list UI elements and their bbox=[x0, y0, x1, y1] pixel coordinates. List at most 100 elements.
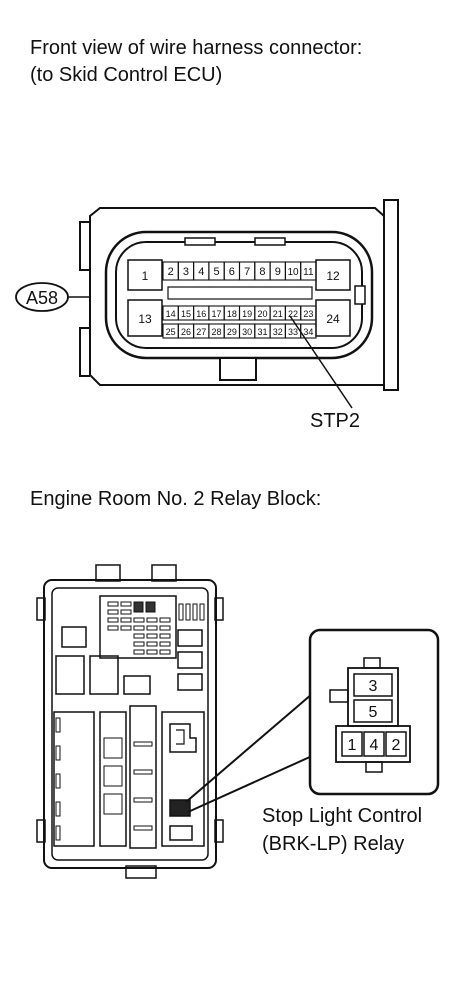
pin-15-label: 15 bbox=[181, 309, 191, 319]
block-left-tab-bottom bbox=[36, 819, 46, 843]
pin-19-label: 19 bbox=[242, 309, 252, 319]
relay-pin-cell-2 bbox=[385, 731, 407, 757]
relay-pin-5-label: 5 bbox=[369, 704, 378, 721]
pin-18-label: 18 bbox=[227, 309, 237, 319]
block-top-tab-left bbox=[95, 564, 121, 582]
pin-30-label: 30 bbox=[242, 327, 252, 337]
pin-33-label: 33 bbox=[288, 327, 298, 337]
relay-pin-1-label: 1 bbox=[348, 737, 357, 754]
pin-24-label: 24 bbox=[326, 312, 340, 326]
top-key-right bbox=[254, 237, 286, 246]
relay-socket-shape bbox=[169, 723, 197, 753]
pin-10-label: 10 bbox=[287, 267, 299, 278]
pin-row-separator bbox=[167, 286, 313, 300]
stp2-leader-line bbox=[289, 315, 353, 409]
relay-pin-cell-1 bbox=[341, 731, 363, 757]
housing-left-tab-bottom bbox=[79, 327, 90, 377]
pin-21-label: 21 bbox=[273, 309, 283, 319]
pin-25-label: 25 bbox=[166, 327, 176, 337]
pin-cell-11 bbox=[300, 261, 317, 281]
relay-pin-4-label: 4 bbox=[370, 737, 379, 754]
relay-block-housing bbox=[43, 579, 217, 869]
relay-pin-cell-5 bbox=[353, 699, 393, 723]
block-top-tab-right bbox=[151, 564, 177, 582]
fuse-panel-top bbox=[99, 595, 177, 659]
pin-27-label: 27 bbox=[196, 327, 206, 337]
brk-lp-relay-location bbox=[169, 799, 191, 817]
block-left-tab-top bbox=[36, 597, 46, 621]
relay-pin-3-label: 3 bbox=[369, 678, 378, 695]
mini-fuse-array bbox=[107, 601, 171, 655]
connector-housing bbox=[89, 207, 385, 386]
relay-box-f bbox=[177, 651, 203, 669]
relay-box-a bbox=[61, 626, 87, 648]
top-key-left bbox=[184, 237, 216, 246]
fuse-column-left-slots bbox=[55, 717, 61, 841]
relay-name-line2: (BRK-LP) Relay bbox=[262, 833, 405, 855]
pin-31-label: 31 bbox=[257, 327, 267, 337]
bottom-latch bbox=[219, 357, 257, 381]
relay-box-lower bbox=[169, 825, 193, 841]
relay-pin-cell-4 bbox=[363, 731, 385, 757]
relay-pin-cell-3 bbox=[353, 673, 393, 697]
pin-4-label: 4 bbox=[198, 266, 204, 278]
fuse-column-mid bbox=[99, 711, 127, 847]
pin-12-label: 12 bbox=[326, 269, 340, 283]
relay-area-right bbox=[161, 711, 205, 847]
block-bottom-tab bbox=[125, 865, 157, 879]
pin-20-label: 20 bbox=[257, 309, 267, 319]
pin-14-label: 14 bbox=[166, 309, 176, 319]
pin-1-label: 1 bbox=[142, 269, 149, 283]
pin-cell-23 bbox=[300, 305, 317, 321]
pin-3-label: 3 bbox=[183, 266, 189, 278]
pin-29-label: 29 bbox=[227, 327, 237, 337]
pin-6-label: 6 bbox=[229, 266, 235, 278]
connector-title-line2: (to Skid Control ECU) bbox=[30, 64, 223, 86]
relay-box-d bbox=[123, 675, 151, 695]
pin-17-label: 17 bbox=[212, 309, 222, 319]
fuse-column-right bbox=[129, 705, 157, 849]
pin-2-label: 2 bbox=[168, 266, 174, 278]
pin-5-label: 5 bbox=[213, 266, 219, 278]
tall-fuse-array bbox=[178, 603, 205, 621]
relay-block-inner bbox=[51, 587, 209, 861]
pin-28-label: 28 bbox=[212, 327, 222, 337]
connector-title-line1: Front view of wire harness connector: bbox=[30, 37, 363, 59]
fuse-column-left bbox=[53, 711, 95, 847]
pin-13-label: 13 bbox=[138, 312, 152, 326]
pin-34-label: 34 bbox=[303, 327, 313, 337]
relay-block-title: Engine Room No. 2 Relay Block: bbox=[30, 488, 322, 510]
pin-32-label: 32 bbox=[273, 327, 283, 337]
relay-box-e bbox=[177, 629, 203, 647]
relay-name-line1: Stop Light Control bbox=[262, 805, 423, 827]
block-right-tab-bottom bbox=[214, 819, 224, 843]
housing-right-rail bbox=[383, 199, 399, 391]
housing-left-tab-top bbox=[79, 221, 90, 271]
right-latch bbox=[354, 285, 366, 305]
fuse-column-right-slots bbox=[133, 741, 153, 831]
pin-row-bottom: 25 26 27 28 29 30 31 32 33 34 bbox=[162, 323, 317, 339]
pin-23-label: 23 bbox=[303, 309, 313, 319]
pin-cell-1 bbox=[127, 259, 163, 291]
pin-22-label: 22 bbox=[288, 309, 298, 319]
callout-pointer-lower bbox=[187, 755, 313, 813]
pin-8-label: 8 bbox=[259, 266, 265, 278]
pin-cell-13 bbox=[127, 299, 163, 337]
relay-side-key bbox=[329, 689, 349, 703]
pin-11-label: 11 bbox=[303, 267, 314, 278]
connector-id-label: A58 bbox=[26, 288, 58, 308]
fuse-column-mid-boxes bbox=[103, 737, 123, 815]
pin-9-label: 9 bbox=[275, 266, 281, 278]
relay-box-c bbox=[89, 655, 119, 695]
relay-box-g bbox=[177, 673, 203, 691]
relay-box-b bbox=[55, 655, 85, 695]
relay-socket-detail bbox=[176, 729, 185, 745]
pin-26-label: 26 bbox=[181, 327, 191, 337]
stp2-label: STP2 bbox=[310, 410, 360, 432]
block-right-tab-top bbox=[214, 597, 224, 621]
callout-pointer-upper bbox=[185, 693, 313, 803]
